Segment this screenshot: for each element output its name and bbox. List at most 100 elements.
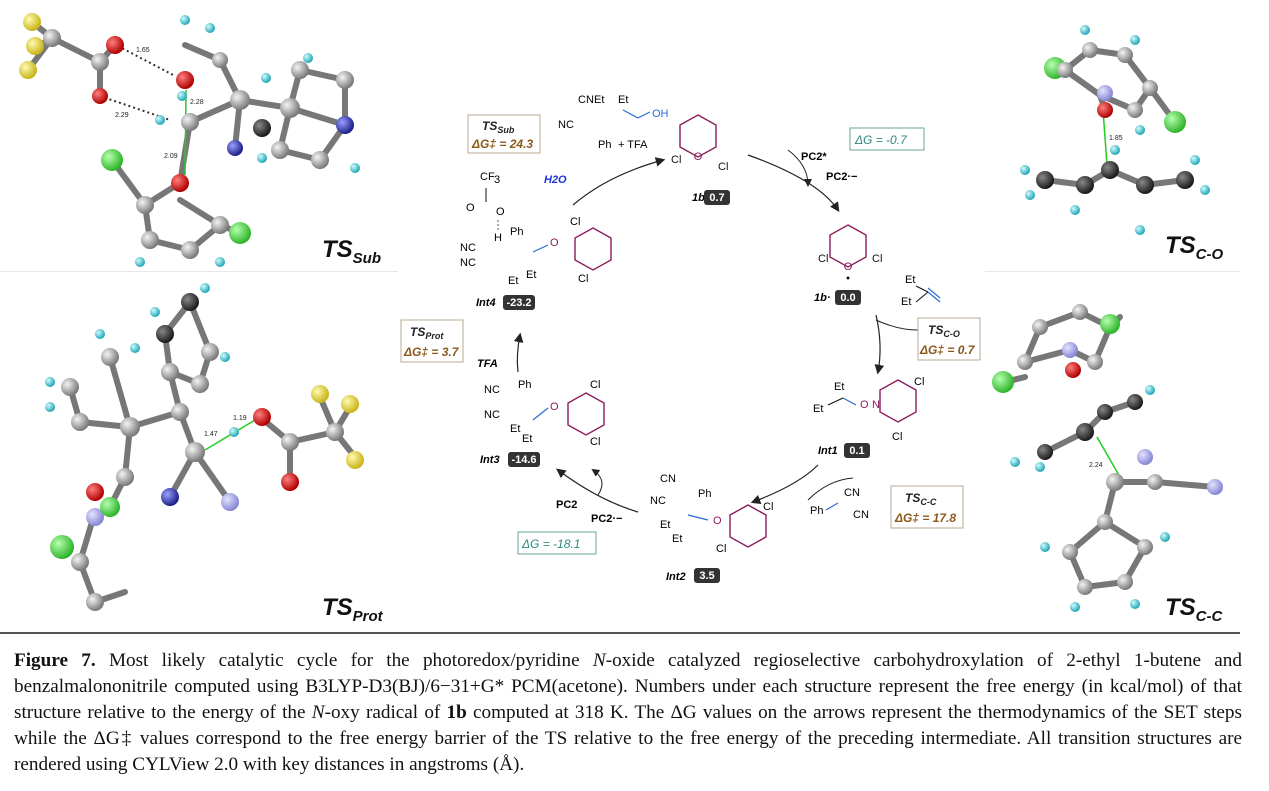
svg-text:O: O <box>550 401 559 413</box>
svg-text:Ph: Ph <box>598 139 611 151</box>
svg-text:NC: NC <box>484 384 500 396</box>
ts-box-cc: TSC-C ΔG‡ = 17.8 <box>890 485 964 529</box>
svg-text:Ph: Ph <box>810 505 823 517</box>
ts-sub-distance-1: 1.65 <box>136 47 150 54</box>
reagent-pc-star: PC2* <box>801 151 827 163</box>
arrow-substitution <box>572 157 666 206</box>
species-int3-name: Int3 <box>480 454 500 466</box>
arrow-oxidation <box>747 154 840 212</box>
divider <box>0 271 398 272</box>
ts-sub-structure: 1.65 2.28 2.29 2.09 <box>19 13 360 267</box>
side-arrow-pc <box>787 149 812 187</box>
species-int3-energy: -14.6 <box>511 454 536 466</box>
ts-cc-structure: 2.24 <box>992 304 1223 612</box>
svg-text:Cl: Cl <box>914 376 924 388</box>
ts-prot-label: TSProt <box>322 594 383 625</box>
caption-label: Figure 7. <box>14 650 96 671</box>
svg-text:NC: NC <box>460 242 476 254</box>
ts-cc-panel: 2.24 TSC-C <box>985 272 1240 632</box>
ts-prot-distance-2: 1.47 <box>204 431 218 438</box>
ts-box-prot: TSProt ΔG‡ = 3.7 <box>400 319 464 363</box>
svg-text:TSC-C: TSC-C <box>905 491 937 507</box>
svg-text:CN: CN <box>660 473 676 485</box>
svg-text:Cl: Cl <box>578 273 588 285</box>
svg-text:ΔG‡ = 24.3: ΔG‡ = 24.3 <box>471 137 533 151</box>
svg-text:O: O <box>550 237 559 249</box>
ts-co-panel: 1.85 TSC-O <box>985 0 1240 272</box>
svg-text:Cl: Cl <box>872 253 882 265</box>
species-1b-energy: 0.7 <box>709 192 724 204</box>
species-int4-name: Int4 <box>476 297 496 309</box>
svg-text:Cl: Cl <box>590 379 600 391</box>
reagent-h2o: H2O <box>544 174 567 186</box>
side-arrow-pc-reduction <box>591 468 603 496</box>
svg-text:ΔG = -0.7: ΔG = -0.7 <box>854 133 908 147</box>
svg-text:Cl: Cl <box>763 501 773 513</box>
svg-text:Cl: Cl <box>716 543 726 555</box>
svg-text:Et: Et <box>526 269 536 281</box>
svg-text:O: O <box>713 515 722 527</box>
figure-caption: Figure 7. Most likely catalytic cycle fo… <box>14 650 1242 775</box>
ts-sub-label: TSSub <box>322 236 382 267</box>
svg-text:ΔG‡ = 3.7: ΔG‡ = 3.7 <box>403 345 460 359</box>
species-1b-radical: O Cl Cl 1b· 0.0 <box>814 224 882 305</box>
svg-text:Et: Et <box>618 94 628 106</box>
side-arrow-alkene <box>875 319 919 331</box>
ts-co-distance-1: 1.85 <box>1109 135 1123 142</box>
reagent-tfa: TFA <box>477 358 498 370</box>
svg-text:Et: Et <box>672 533 682 545</box>
ts-sub-distance-3: 2.29 <box>115 112 129 119</box>
dg-box-oxidation: ΔG = -0.7 <box>849 127 925 151</box>
catalytic-cycle: O Cl Cl 1b 0.7 O Cl Cl 1b· 0.0 Et Et <box>400 94 981 583</box>
species-int2-energy: 3.5 <box>699 570 714 582</box>
svg-text:NC: NC <box>460 257 476 269</box>
ts-sub-distance-2: 2.28 <box>190 99 204 106</box>
svg-text:Cl: Cl <box>718 161 728 173</box>
svg-text:NC: NC <box>484 409 500 421</box>
ts-prot-structure: 1.19 1.47 <box>45 283 364 611</box>
svg-text:Et: Et <box>901 296 911 308</box>
reagent-pc-minus-bottom: PC2·− <box>591 513 623 525</box>
ts-prot-distance-1: 1.19 <box>233 415 247 422</box>
figure-7: 1.65 2.28 2.29 2.09 TSSub <box>0 0 1240 634</box>
svg-text:CN: CN <box>853 509 869 521</box>
svg-text:OH: OH <box>652 108 669 120</box>
svg-text:O: O <box>496 206 505 218</box>
svg-text:3: 3 <box>494 174 500 186</box>
svg-text:Ph: Ph <box>510 226 523 238</box>
svg-text:CN: CN <box>844 487 860 499</box>
svg-text:NC: NC <box>558 119 574 131</box>
svg-text:Cl: Cl <box>590 436 600 448</box>
species-int2: CN NC Ph Et Et O Cl Cl Int2 3.5 <box>650 473 773 583</box>
svg-text:O: O <box>860 399 869 411</box>
ts-sub-panel: 1.65 2.28 2.29 2.09 TSSub <box>0 0 398 272</box>
svg-text:O: O <box>694 151 703 163</box>
species-int1-name: Int1 <box>818 445 838 457</box>
divider <box>985 271 1240 272</box>
svg-text:Ph: Ph <box>518 379 531 391</box>
svg-text:N: N <box>872 399 880 411</box>
ts-prot-panel: 1.19 1.47 TSProt <box>0 272 398 632</box>
dg-box-reduction: ΔG = -18.1 <box>517 531 597 555</box>
svg-text:NC: NC <box>650 495 666 507</box>
svg-text:ΔG‡ = 17.8: ΔG‡ = 17.8 <box>894 511 956 525</box>
svg-text:H: H <box>494 232 502 244</box>
ts-box-sub: TSSub ΔG‡ = 24.3 <box>467 114 541 154</box>
svg-text:Et: Et <box>834 381 844 393</box>
svg-text:Et: Et <box>522 433 532 445</box>
species-1b-radical-energy: 0.0 <box>840 292 855 304</box>
ts-cc-label: TSC-C <box>1165 594 1223 625</box>
svg-text:Et: Et <box>905 274 915 286</box>
svg-text:O: O <box>844 261 853 273</box>
svg-text:TSSub: TSSub <box>482 119 515 135</box>
svg-text:ΔG‡ = 0.7: ΔG‡ = 0.7 <box>919 343 976 357</box>
species-int1-energy: 0.1 <box>849 445 864 457</box>
ts-co-label: TSC-O <box>1165 232 1224 263</box>
svg-text:CF: CF <box>480 171 495 183</box>
reagent-pc: PC2 <box>556 499 577 511</box>
svg-text:TSC-O: TSC-O <box>928 323 960 339</box>
species-1b: O Cl Cl 1b 0.7 <box>671 114 730 205</box>
svg-text:O: O <box>466 202 475 214</box>
ts-sub-distance-4: 2.09 <box>164 153 178 160</box>
